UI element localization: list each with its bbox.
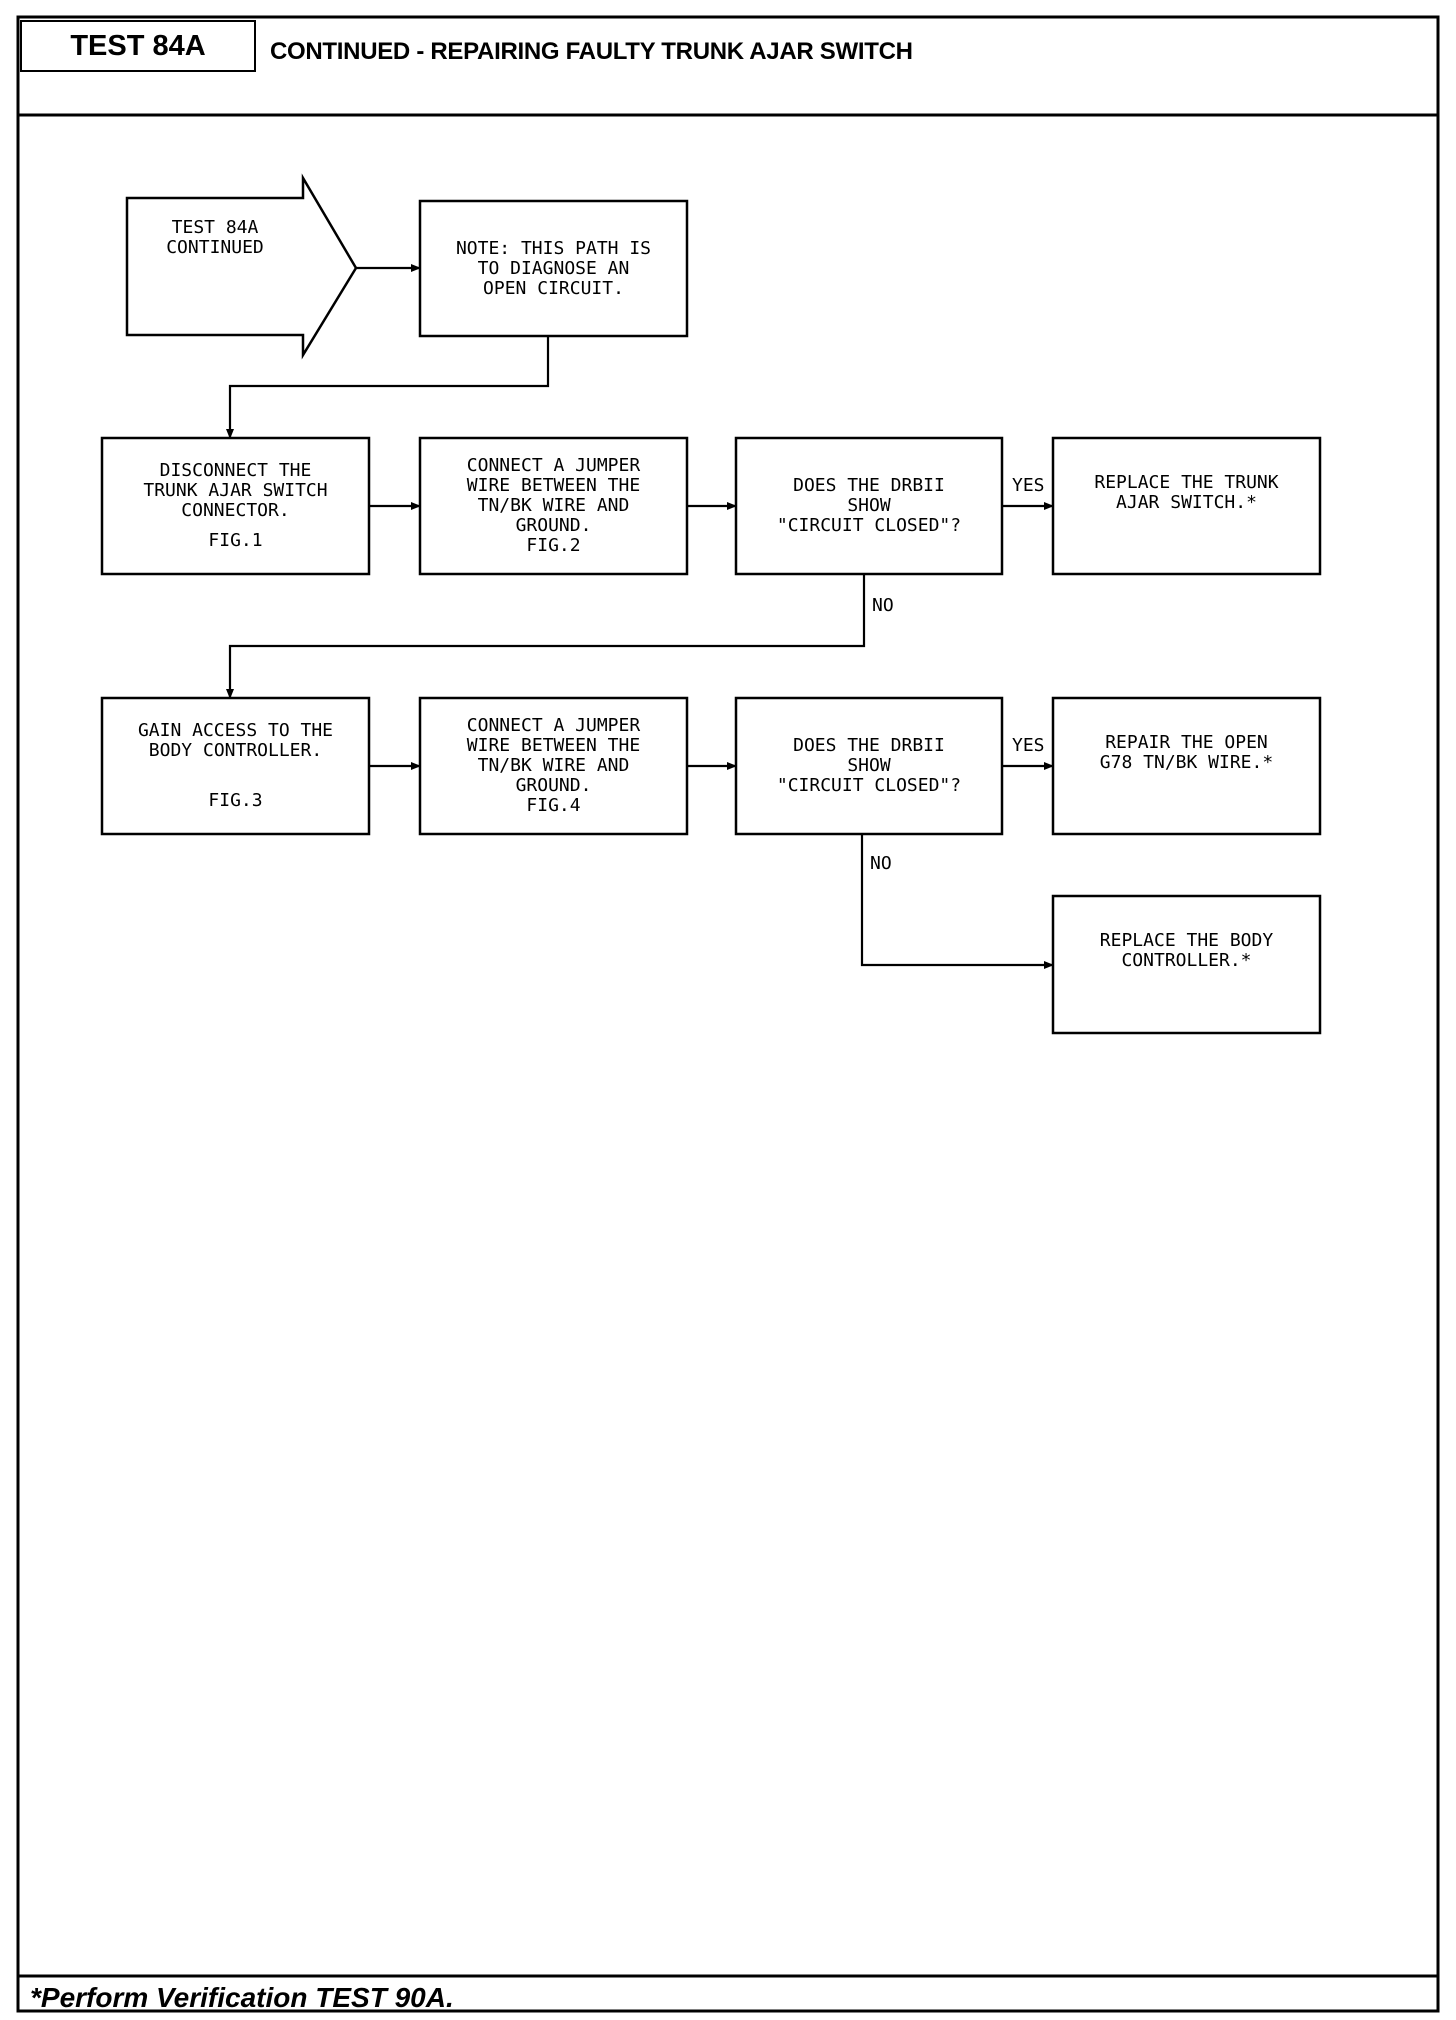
connector-r1-no (226, 574, 866, 699)
row1-step1-fig: FIG.1 (208, 530, 263, 551)
row2-no-action-text: REPLACE THE BODY CONTROLLER.* (1099, 930, 1274, 971)
row1-yes-action-text: REPLACE THE TRUNK AJAR SWITCH.* (1094, 472, 1279, 513)
connector-r2-no (860, 834, 1054, 969)
row2-step2: CONNECT A JUMPER WIRE BETWEEN THE TN/BK … (420, 698, 687, 834)
start-arrow-label: TEST 84A CONTINUED (166, 217, 264, 258)
row2-step1: GAIN ACCESS TO THE BODY CONTROLLER. FIG.… (102, 698, 369, 834)
row2-yes-label: YES (1012, 735, 1045, 756)
row2-step2-text: CONNECT A JUMPER WIRE BETWEEN THE TN/BK … (466, 715, 641, 796)
row2-step1-text: GAIN ACCESS TO THE BODY CONTROLLER. (137, 720, 334, 761)
note-text: NOTE: THIS PATH IS TO DIAGNOSE AN OPEN C… (455, 237, 652, 299)
page-title: CONTINUED - REPAIRING FAULTY TRUNK AJAR … (270, 38, 913, 65)
row2-no-label: NO (870, 853, 892, 874)
row1-yes-label: YES (1012, 475, 1045, 496)
connector-note-to-row1 (226, 336, 550, 439)
footer-verification-note: *Perform Verification TEST 90A. (30, 1982, 454, 2013)
start-arrow-shape (125, 173, 358, 360)
row1-step2-fig: FIG.2 (526, 535, 581, 556)
row1-step2: CONNECT A JUMPER WIRE BETWEEN THE TN/BK … (420, 438, 687, 574)
row2-decision-text: DOES THE DRBII SHOW "CIRCUIT CLOSED"? (776, 735, 962, 796)
row2-step2-fig: FIG.4 (526, 795, 581, 816)
row1-decision-text: DOES THE DRBII SHOW "CIRCUIT CLOSED"? (776, 475, 962, 536)
test-id-label: TEST 84A (20, 20, 256, 72)
row1-step2-text: CONNECT A JUMPER WIRE BETWEEN THE TN/BK … (466, 455, 641, 536)
row1-no-label: NO (872, 595, 894, 616)
row2-yes-action-text: REPAIR THE OPEN G78 TN/BK WIRE.* (1099, 732, 1274, 773)
page-frame (16, 15, 1440, 2013)
row1-step1: DISCONNECT THE TRUNK AJAR SWITCH CONNECT… (102, 438, 369, 574)
row1-step1-text: DISCONNECT THE TRUNK AJAR SWITCH CONNECT… (143, 460, 328, 521)
row2-step1-fig: FIG.3 (208, 790, 263, 811)
